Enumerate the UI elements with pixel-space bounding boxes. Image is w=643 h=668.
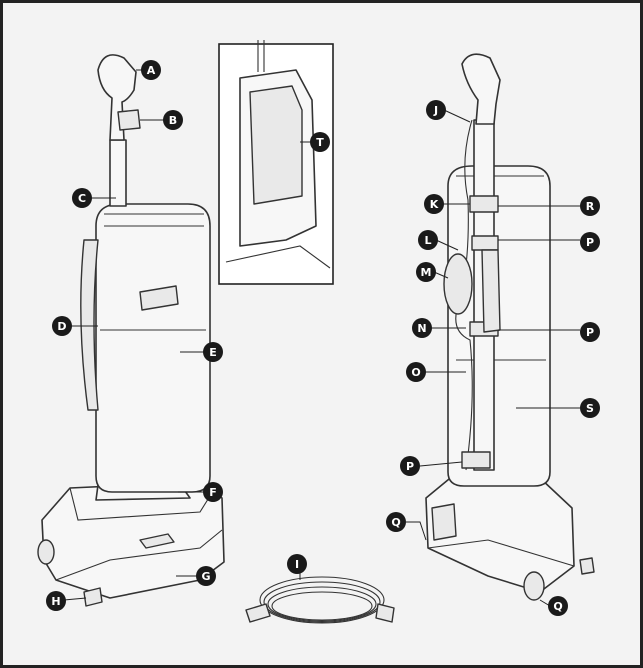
callout-badge-h: H: [46, 591, 66, 611]
left-handle-tube: [109, 139, 127, 207]
svg-text:B: B: [169, 114, 177, 127]
callout-badge-p-middle: P: [580, 322, 600, 342]
left-side-hose: [80, 239, 99, 411]
svg-text:E: E: [209, 346, 217, 359]
callout-badge-p-lower: P: [400, 456, 420, 476]
callout-badge-d: D: [52, 316, 72, 336]
callout-badge-o: O: [406, 362, 426, 382]
power-cord-coil: [245, 576, 395, 624]
left-bag-body: [95, 203, 211, 493]
svg-text:O: O: [411, 366, 420, 379]
callout-badge-t: T: [310, 132, 330, 152]
callout-badge-p-upper: P: [580, 232, 600, 252]
svg-text:D: D: [57, 320, 66, 333]
right-clip-mid: [471, 235, 499, 251]
svg-text:Q: Q: [553, 600, 562, 613]
callout-badge-r: R: [580, 196, 600, 216]
svg-text:N: N: [417, 322, 426, 335]
svg-text:P: P: [586, 326, 594, 339]
svg-text:L: L: [424, 234, 431, 247]
right-wand: [481, 249, 501, 333]
svg-text:F: F: [209, 486, 217, 499]
left-wheel-front: [37, 539, 55, 565]
inset-bag: [249, 85, 303, 205]
callout-badge-e: E: [203, 342, 223, 362]
callout-badge-g: G: [196, 566, 216, 586]
svg-text:Q: Q: [391, 516, 400, 529]
right-vacuum-back-view: [425, 53, 595, 601]
callout-badge-b: B: [163, 110, 183, 130]
right-handle-grip: [461, 53, 501, 125]
callout-badge-m: M: [416, 262, 436, 282]
callout-badge-a: A: [141, 60, 161, 80]
callout-badge-q-left: Q: [386, 512, 406, 532]
callout-badge-n: N: [412, 318, 432, 338]
right-clip-bottom: [461, 451, 491, 469]
left-vacuum-front-view: [37, 54, 225, 607]
right-rear-knob: [579, 557, 595, 575]
right-motor-vent: [431, 503, 457, 541]
svg-text:A: A: [147, 64, 156, 77]
svg-text:T: T: [316, 136, 324, 149]
right-cord-wrap: [443, 253, 473, 315]
callout-badge-j: J: [426, 100, 446, 120]
callout-badge-l: L: [418, 230, 438, 250]
right-wheel-rear: [523, 571, 545, 601]
callout-badge-k: K: [424, 194, 444, 214]
svg-text:G: G: [201, 570, 210, 583]
callout-badge-c: C: [72, 188, 92, 208]
svg-text:R: R: [586, 200, 595, 213]
callout-badge-i: I: [287, 554, 307, 574]
cord-plug-left: [245, 603, 271, 623]
callout-badge-s: S: [580, 398, 600, 418]
left-base-pedal: [139, 533, 175, 549]
left-height-knob: [83, 587, 103, 607]
svg-text:M: M: [421, 266, 432, 279]
svg-text:S: S: [586, 402, 594, 415]
left-bag-indicator: [139, 285, 179, 311]
svg-text:P: P: [586, 236, 594, 249]
callout-badge-f: F: [203, 482, 223, 502]
svg-text:J: J: [433, 104, 438, 117]
svg-text:P: P: [406, 460, 414, 473]
left-handle-release: [117, 109, 141, 131]
callout-badge-q-right: Q: [548, 596, 568, 616]
cord-plug-right: [375, 603, 395, 623]
svg-text:C: C: [78, 192, 86, 205]
svg-text:I: I: [295, 558, 299, 571]
svg-text:K: K: [430, 198, 439, 211]
right-clip-upper: [469, 195, 499, 213]
inset-bag-door: [218, 40, 334, 285]
svg-text:H: H: [51, 595, 60, 608]
left-handle-grip: [97, 54, 137, 141]
